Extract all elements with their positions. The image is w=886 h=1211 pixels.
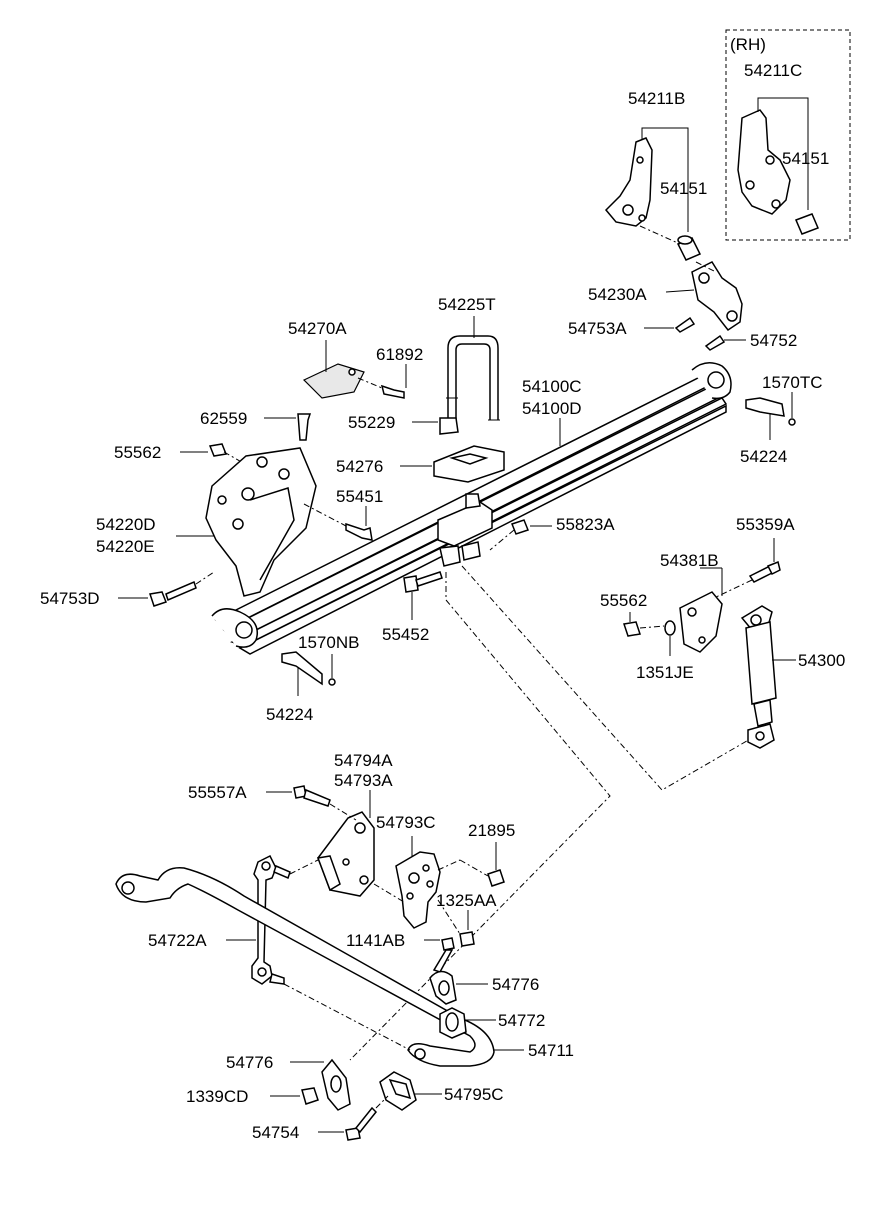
bushing-clamp-left <box>321 1058 351 1111</box>
callout-55359A: 55359A <box>736 515 795 534</box>
callout-1141AB: 1141AB <box>346 931 405 950</box>
callout-54794A: 54794A <box>334 751 393 770</box>
stabilizer-mount-bracket <box>395 851 441 929</box>
stabilizer-bushing <box>439 1007 467 1039</box>
callout-54753D: 54753D <box>40 589 100 608</box>
bolt-55451 <box>345 522 373 541</box>
callout-54230A: 54230A <box>588 285 647 304</box>
shock-absorber <box>740 605 777 749</box>
callout-54270A: 54270A <box>288 319 347 338</box>
bolt-55359A <box>748 560 781 583</box>
spring-front-bracket <box>205 447 317 597</box>
callout-54100D: 54100D <box>522 399 582 418</box>
callout-54225T: 54225T <box>438 295 496 314</box>
callout-54711: 54711 <box>528 1041 574 1060</box>
shackle-pin-left <box>281 651 323 686</box>
callout-54220E: 54220E <box>96 537 155 556</box>
callout-1570NB: 1570NB <box>298 633 359 652</box>
callout-54772: 54772 <box>498 1011 545 1030</box>
rh-hanger-bracket <box>737 109 791 215</box>
callout-54151: 54151 <box>660 179 707 198</box>
bolt-54754 <box>345 1106 378 1141</box>
callout-54211B: 54211B <box>628 89 685 108</box>
bushing <box>676 235 702 261</box>
nut-1325AA <box>459 931 475 947</box>
callout-54722A: 54722A <box>148 931 207 950</box>
bump-stopper <box>302 363 365 399</box>
bolt-55452 <box>403 571 443 593</box>
shackle <box>691 261 743 332</box>
callout-55452: 55452 <box>382 625 429 644</box>
callout-55823A: 55823A <box>556 515 615 534</box>
bolt-61892 <box>380 384 405 399</box>
callout-54151-rh: 54151 <box>782 149 829 168</box>
callout-55229: 55229 <box>348 413 395 432</box>
nut-55823A <box>511 519 529 535</box>
callout-54100C: 54100C <box>522 377 582 396</box>
grease-nipple-1570TC <box>788 418 796 426</box>
callout-55562-mid: 55562 <box>600 591 647 610</box>
u-bolt <box>446 335 500 421</box>
rh-bushing <box>795 213 819 235</box>
callout-54754: 54754 <box>252 1123 299 1142</box>
bolt-62559 <box>297 413 312 441</box>
stabilizer-link-bracket <box>316 811 375 897</box>
callout-54276: 54276 <box>336 457 383 476</box>
bolt-55557A <box>293 785 331 807</box>
spring-spacer <box>433 445 505 483</box>
rh-label: (RH) <box>730 35 766 54</box>
spring-center-plate <box>437 493 493 567</box>
callout-54224-left: 54224 <box>266 705 313 724</box>
callout-54753A: 54753A <box>568 319 627 338</box>
callout-54795C: 54795C <box>444 1085 504 1104</box>
nut-55562-mid <box>623 621 641 637</box>
callout-54224-right: 54224 <box>740 447 787 466</box>
callout-54752: 54752 <box>750 331 797 350</box>
bolt-54752 <box>704 334 726 351</box>
callout-62559: 62559 <box>200 409 247 428</box>
nut-55229 <box>439 417 459 435</box>
callout-1325AA: 1325AA <box>436 891 497 910</box>
callout-54220D: 54220D <box>96 515 156 534</box>
callout-1351JE: 1351JE <box>636 663 694 682</box>
callout-54381B: 54381B <box>660 551 719 570</box>
washer-1351JE <box>664 620 676 636</box>
callout-61892: 61892 <box>376 345 423 364</box>
callout-55557A: 55557A <box>188 783 247 802</box>
callout-55451: 55451 <box>336 487 383 506</box>
nut-55562-top <box>208 443 228 457</box>
bolt-54753D <box>149 580 197 607</box>
bushing-clamp-right <box>429 970 457 1005</box>
shock-absorber-bracket <box>679 591 723 653</box>
callout-1339CD: 1339CD <box>186 1087 248 1106</box>
callout-55562-top: 55562 <box>114 443 161 462</box>
nut-1339CD <box>301 1087 319 1105</box>
callout-21895: 21895 <box>468 821 515 840</box>
clamp-bracket <box>379 1071 417 1111</box>
grease-nipple-1570NB <box>328 678 336 686</box>
rh-inset-box <box>725 29 851 241</box>
bolt-1141AB <box>432 937 455 973</box>
shackle-pin-right <box>745 397 785 417</box>
nut-21895 <box>487 869 505 887</box>
callout-54211C: 54211C <box>744 61 802 80</box>
callout-54300: 54300 <box>798 651 845 670</box>
callout-54793C: 54793C <box>376 813 436 832</box>
callout-54793A: 54793A <box>334 771 393 790</box>
front-hanger-bracket <box>604 137 653 227</box>
stabilizer-bar <box>115 867 495 1067</box>
callout-54776-left: 54776 <box>226 1053 273 1072</box>
callout-1570TC: 1570TC <box>762 373 822 392</box>
bolt-54753A <box>674 316 696 333</box>
callout-54776-right: 54776 <box>492 975 539 994</box>
